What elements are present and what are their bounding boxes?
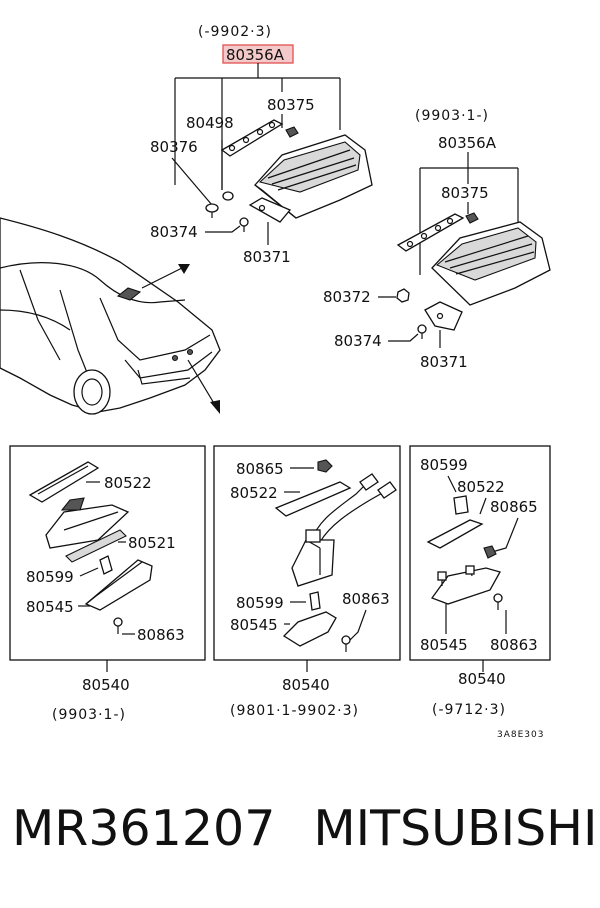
cover-80545 [84,559,153,611]
arrow-icon [141,264,220,414]
box2-part-80863[interactable]: 80863 [342,590,390,608]
box2-date-range: (9801·1-9902·3) [230,703,359,719]
vehicle-illustration [0,217,221,415]
lens-80522 [28,461,100,503]
box3-part-80522[interactable]: 80522 [457,478,505,496]
clip-right [465,212,479,224]
stop-lamp-housing [254,134,373,219]
bulb-80599-b2 [309,591,321,611]
screw-80374 [239,217,249,232]
brand-name: MITSUBISHI [313,800,598,857]
diagram-code: 3A8E303 [497,730,544,740]
box3-part-80599[interactable]: 80599 [420,456,468,474]
bracket-80371 [248,197,292,223]
box1-part-80521[interactable]: 80521 [128,534,176,552]
part-80374-right[interactable]: 80374 [334,332,382,350]
box2-part-80522[interactable]: 80522 [230,484,278,502]
bulb-80599 [99,555,113,575]
gasket-strip [220,119,284,157]
lens-80522-b3 [426,519,484,549]
part-80374[interactable]: 80374 [150,223,198,241]
part-80371[interactable]: 80371 [243,248,291,266]
part-80371-right[interactable]: 80371 [420,353,468,371]
box1-part-80863[interactable]: 80863 [137,626,185,644]
box1-part-80545[interactable]: 80545 [26,598,74,616]
box3-date-range: (-9712·3) [432,702,506,718]
cover-80545-b2 [282,611,337,647]
gasket-80521 [65,529,127,563]
part-80375-right[interactable]: 80375 [441,184,489,202]
stop-lamp-housing-right [431,221,551,306]
clip [285,126,299,138]
box1-assembly-label[interactable]: 80540 [82,676,130,694]
box3-part-80863[interactable]: 80863 [490,636,538,654]
top-left-date-range: (-9902·3) [198,24,272,40]
parts-diagram: (-9902·3) 80356A 80498 80375 80376 80371… [0,24,551,740]
screw-80863 [113,617,123,634]
box2-part-80865[interactable]: 80865 [236,460,284,478]
gasket-strip-right [396,213,465,252]
footer: MR361207 MITSUBISHI [12,800,597,880]
box1-date-range: (9903·1-) [52,707,126,723]
bracket-80371-right [424,301,463,331]
part-80372[interactable]: 80372 [323,288,371,306]
screw-80374-right [417,324,427,339]
part-80375[interactable]: 80375 [267,96,315,114]
screw-80863-b2 [341,635,351,652]
grommet-80865 [317,459,333,473]
box3-part-80545[interactable]: 80545 [420,636,468,654]
lens-80522-b2 [274,481,352,517]
box3-assembly-label[interactable]: 80540 [458,670,506,688]
wire-harness [291,473,397,587]
part-80376[interactable]: 80376 [150,138,198,156]
part-80498[interactable]: 80498 [186,114,234,132]
box-3 [409,445,551,661]
box2-part-80545[interactable]: 80545 [230,616,278,634]
nut-80372 [396,288,410,303]
box1-part-80522[interactable]: 80522 [104,474,152,492]
box3-part-80865[interactable]: 80865 [490,498,538,516]
top-left-assembly-label[interactable]: 80356A [226,46,285,64]
box2-part-80599[interactable]: 80599 [236,594,284,612]
box2-assembly-label[interactable]: 80540 [282,676,330,694]
grommet-80865-b3 [483,545,497,559]
lamp-body-80521 [45,497,130,549]
screw-80863-b3 [493,593,503,610]
part-number: MR361207 [12,800,276,857]
box1-part-80599[interactable]: 80599 [26,568,74,586]
bulb-80599-b3 [453,495,469,515]
nut-80498 [222,191,234,201]
screw-80376 [205,203,219,218]
housing-80545-b3 [430,565,501,605]
top-right-assembly-label[interactable]: 80356A [438,134,497,152]
top-right-date-range: (9903·1-) [415,108,489,124]
